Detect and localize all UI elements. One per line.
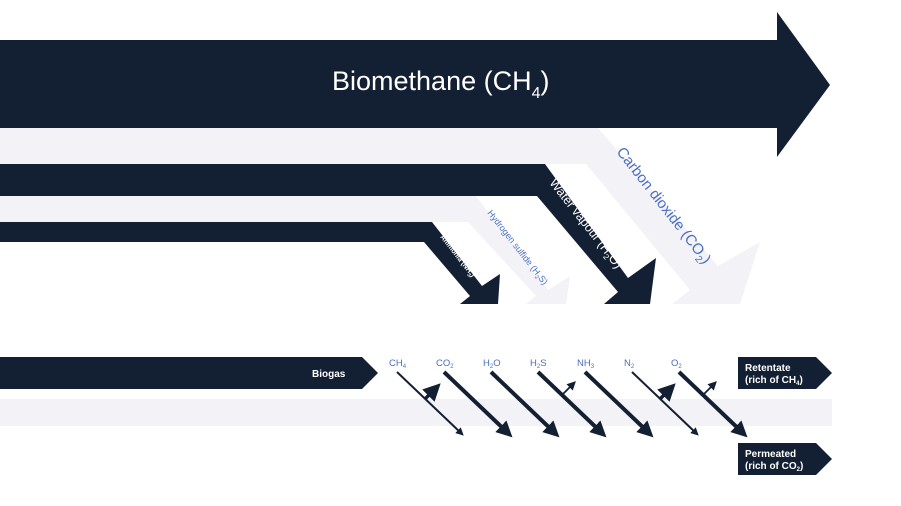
retention-arrow	[657, 383, 676, 402]
ammonia-flow	[0, 222, 500, 304]
gas-h2o: H2O	[483, 358, 560, 438]
retention-arrow	[422, 383, 441, 402]
permeation-arrow	[396, 371, 464, 436]
gas-o2: O2	[671, 358, 748, 438]
permeation-arrow	[442, 370, 513, 438]
permeation-arrow	[631, 371, 699, 436]
retention-arrow	[561, 381, 576, 396]
gas-label: H2O	[483, 358, 501, 370]
retention-arrow	[702, 381, 717, 396]
permeation-arrow	[536, 370, 607, 438]
gas-label: CH4	[389, 358, 407, 370]
biogas-label: Biogas	[312, 369, 346, 380]
permeated-output-arrow	[738, 443, 832, 475]
gas-label: H2S	[530, 358, 547, 370]
gas-ch4: CH4	[389, 358, 464, 436]
gas-label: N2	[624, 358, 635, 370]
retentate-label-line2: (rich of CH4)	[745, 375, 803, 387]
water-vapour-flow	[0, 164, 656, 304]
gas-label: O2	[671, 358, 682, 370]
gas-label: CO2	[436, 358, 454, 370]
permeated-label-line2: (rich of CO2)	[745, 461, 803, 473]
biomethane-label: Biomethane (CH4)	[332, 66, 550, 102]
gas-label: NH3	[577, 358, 595, 370]
biomethane-arrow	[0, 12, 830, 157]
hydrogen-sulfide-flow	[0, 196, 570, 304]
gas-co2: CO2	[436, 358, 513, 438]
permeation-arrow	[489, 370, 560, 438]
permeated-label-line1: Permeated	[745, 449, 796, 460]
gas-h2s: H2S	[530, 358, 607, 438]
carbon-dioxide-flow	[0, 128, 760, 304]
gas-molecules: CH4 CO2 H2O H2S NH3 N2 O2	[389, 358, 748, 438]
retentate-output-arrow	[738, 357, 832, 389]
permeation-arrow	[583, 370, 654, 438]
biogas-input-arrow	[0, 357, 378, 389]
membrane-band	[0, 399, 832, 426]
retentate-label-line1: Retentate	[745, 363, 791, 374]
gas-n2: N2	[624, 358, 699, 436]
gas-nh3: NH3	[577, 358, 654, 438]
permeation-arrow	[677, 370, 748, 438]
